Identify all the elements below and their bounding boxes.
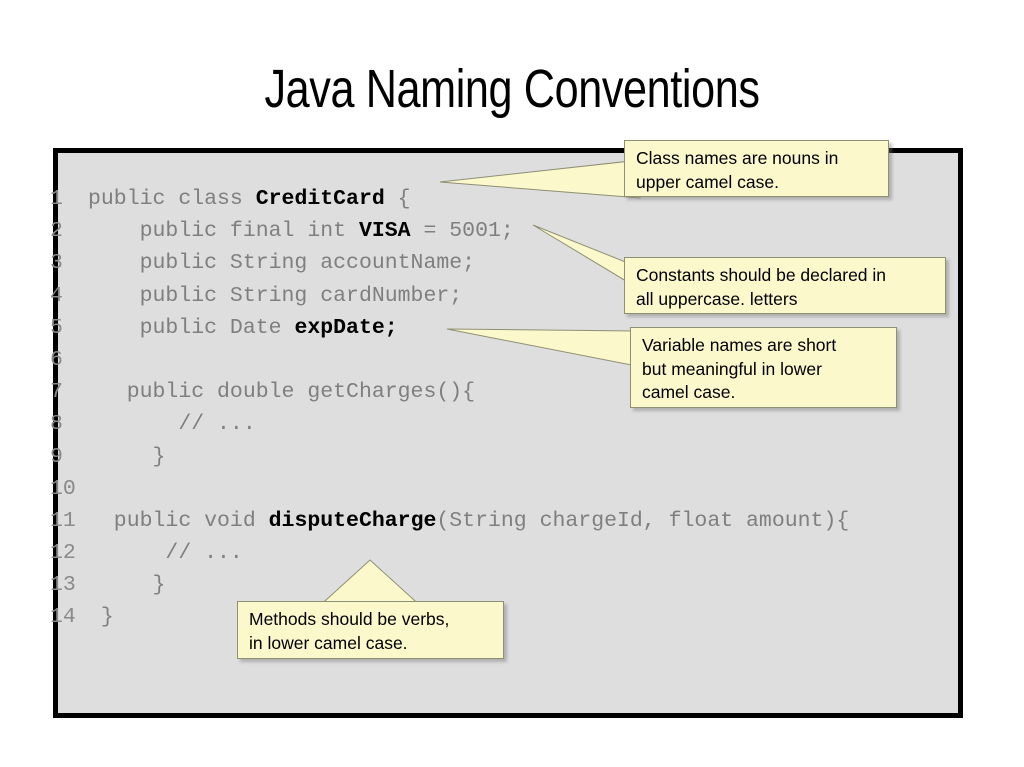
callout-constants-line1: Constants should be declared in (636, 265, 887, 285)
callout-methods-line1: Methods should be verbs, (249, 609, 450, 629)
code-line-number: 12 (50, 541, 76, 566)
callout-tail-class-names (439, 158, 641, 206)
code-line-number: 13 (50, 573, 76, 598)
callout-constants-line2: all uppercase. letters (636, 288, 798, 309)
code-text: { (384, 187, 411, 211)
code-text: } (88, 573, 166, 598)
code-panel: 1 public class CreditCard {2 public final… (50, 148, 963, 718)
code-line: 10 (50, 473, 849, 505)
callout-variables: Variable names are short but meaningful … (630, 327, 897, 408)
code-line: 13 } (50, 569, 849, 601)
code-identifier: CreditCard (255, 187, 385, 211)
callout-class-names-line2: upper camel case. (636, 171, 779, 192)
code-line: 3 public String accountName; (50, 247, 849, 279)
callout-class-names-line1: Class names are nouns in (636, 148, 839, 168)
code-line: 9 } (50, 441, 849, 473)
code-line-number: 6 (50, 347, 63, 372)
callout-constants: Constants should be declared in all uppe… (624, 257, 946, 314)
code-text: public String cardNumber; (88, 283, 463, 308)
callout-methods-line2: in lower camel case. (249, 632, 408, 653)
code-text: // ... (88, 541, 243, 566)
code-text: = 5001; (410, 219, 514, 244)
code-text: public class (88, 187, 256, 211)
code-line: 11 public void disputeCharge(String char… (50, 505, 849, 537)
code-line-number: 1 (50, 187, 63, 211)
code-line-number: 11 (50, 508, 76, 533)
code-line-number: 8 (50, 412, 63, 437)
code-line: 8 // ... (50, 408, 849, 440)
code-line-number: 2 (50, 219, 63, 244)
code-line: 12 // ... (50, 537, 849, 569)
callout-variables-line1: Variable names are short (642, 335, 837, 355)
code-text: } (88, 444, 166, 469)
code-line-number: 3 (50, 251, 63, 276)
code-line: 6 (50, 344, 849, 376)
code-line: 5 public Date expDate; (50, 312, 849, 344)
code-line-number: 4 (50, 283, 63, 308)
code-line: 7 public double getCharges(){ (50, 376, 849, 408)
code-identifier: disputeCharge (268, 508, 437, 533)
callout-methods: Methods should be verbs, in lower camel … (237, 601, 504, 659)
code-listing: 1 public class CreditCard {2 public final… (50, 183, 849, 634)
code-text: public void (88, 508, 269, 533)
code-identifier: VISA (358, 219, 411, 244)
callout-variables-line2: but meaningful in lower (642, 358, 822, 379)
code-text: // ... (88, 412, 256, 437)
code-text: public final int (88, 219, 359, 244)
code-text: (String chargeId, float amount){ (436, 508, 850, 533)
code-line-number: 5 (50, 315, 63, 340)
code-text: public String accountName; (88, 251, 476, 276)
code-text: public Date (88, 315, 295, 340)
page-title: Java Naming Conventions (264, 59, 760, 119)
code-line-number: 7 (50, 380, 63, 405)
code-identifier: expDate; (294, 315, 398, 340)
code-line: 2 public final int VISA = 5001; (50, 215, 849, 247)
code-text: } (88, 605, 114, 630)
code-line-number: 9 (50, 444, 63, 469)
code-line: 1 public class CreditCard { (50, 183, 849, 215)
code-line-number: 14 (50, 605, 76, 630)
code-text: public double getCharges(){ (88, 380, 476, 405)
callout-class-names: Class names are nouns in upper camel cas… (624, 140, 889, 197)
callout-variables-line3: camel case. (642, 382, 736, 402)
code-line-number: 10 (50, 476, 76, 501)
code-line: 4 public String cardNumber; (50, 280, 849, 312)
code-line: 14 } (50, 601, 849, 633)
callout-tail-variables (446, 323, 643, 371)
